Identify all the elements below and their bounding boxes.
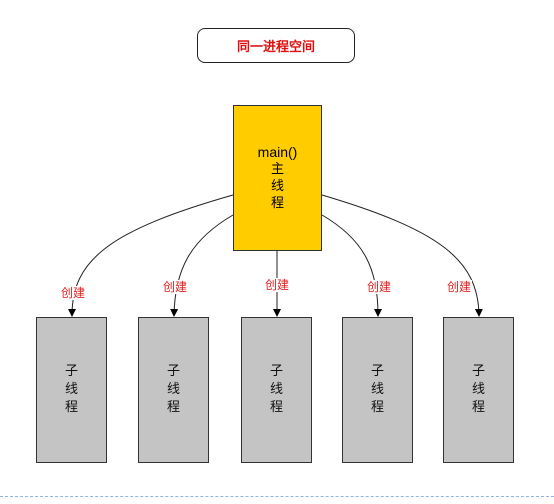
child-thread-5-char-1: 子 — [471, 364, 485, 379]
edge-to-child-2 — [170, 214, 234, 317]
process-space-title: 同一进程空间 — [197, 28, 355, 63]
edge-label-create-1: 创建 — [60, 286, 87, 300]
child-thread-5-char-2: 线 — [471, 382, 485, 397]
child-thread-1-char-2: 线 — [64, 382, 78, 397]
child-thread-1-char-1: 子 — [64, 364, 78, 379]
child-thread-box-3: 子 线 程 — [241, 317, 312, 463]
main-thread-label-main: main() — [257, 144, 298, 160]
main-thread-label-2: 主 — [270, 162, 284, 177]
child-thread-3-char-3: 程 — [269, 400, 283, 415]
dashed-divider — [0, 496, 554, 497]
edge-label-create-4: 创建 — [366, 280, 393, 294]
child-thread-box-1: 子 线 程 — [36, 317, 107, 463]
child-thread-box-2: 子 线 程 — [138, 317, 209, 463]
child-thread-3-char-2: 线 — [269, 382, 283, 397]
child-thread-2-char-2: 线 — [166, 382, 180, 397]
child-thread-2-char-1: 子 — [166, 364, 180, 379]
child-thread-box-4: 子 线 程 — [342, 317, 413, 463]
child-thread-1-char-3: 程 — [64, 400, 78, 415]
main-thread-label-4: 程 — [270, 196, 284, 211]
child-thread-2-char-3: 程 — [166, 400, 180, 415]
edge-to-child-4 — [321, 214, 382, 317]
edge-label-create-5: 创建 — [446, 280, 473, 294]
edge-label-create-2: 创建 — [162, 280, 189, 294]
child-thread-4-char-3: 程 — [370, 400, 384, 415]
edge-label-create-3: 创建 — [264, 278, 291, 292]
child-thread-4-char-1: 子 — [370, 364, 384, 379]
child-thread-4-char-2: 线 — [370, 382, 384, 397]
edge-to-child-1 — [68, 194, 234, 317]
main-thread-box: main() 主 线 程 — [233, 105, 322, 251]
child-thread-box-5: 子 线 程 — [443, 317, 514, 463]
edge-to-child-5 — [321, 194, 483, 317]
child-thread-5-char-3: 程 — [471, 400, 485, 415]
child-thread-3-char-1: 子 — [269, 364, 283, 379]
process-space-title-text: 同一进程空间 — [236, 40, 315, 55]
main-thread-label-3: 线 — [270, 179, 284, 194]
